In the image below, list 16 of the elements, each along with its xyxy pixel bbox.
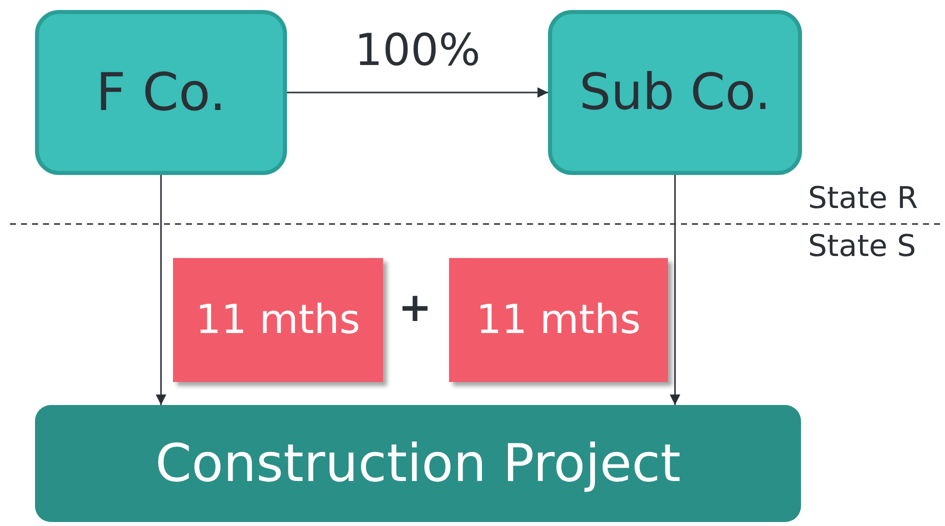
node-text: F Co. — [94, 62, 228, 124]
region-label: State S — [808, 232, 917, 262]
company-box — [35, 10, 287, 175]
node-text: Sub Co. — [578, 62, 772, 123]
plus-sign: + — [398, 288, 432, 328]
company-box — [548, 10, 802, 175]
arrow — [287, 87, 548, 98]
duration-box — [173, 258, 383, 382]
arrow — [670, 175, 680, 405]
region-label: State R — [808, 184, 919, 214]
project-box — [35, 405, 801, 522]
node-text: 11 mths — [194, 297, 362, 343]
node-text: Construction Project — [154, 432, 682, 496]
arrow — [156, 175, 166, 405]
duration-box — [449, 258, 668, 382]
node-text: 11 mths — [475, 297, 642, 343]
